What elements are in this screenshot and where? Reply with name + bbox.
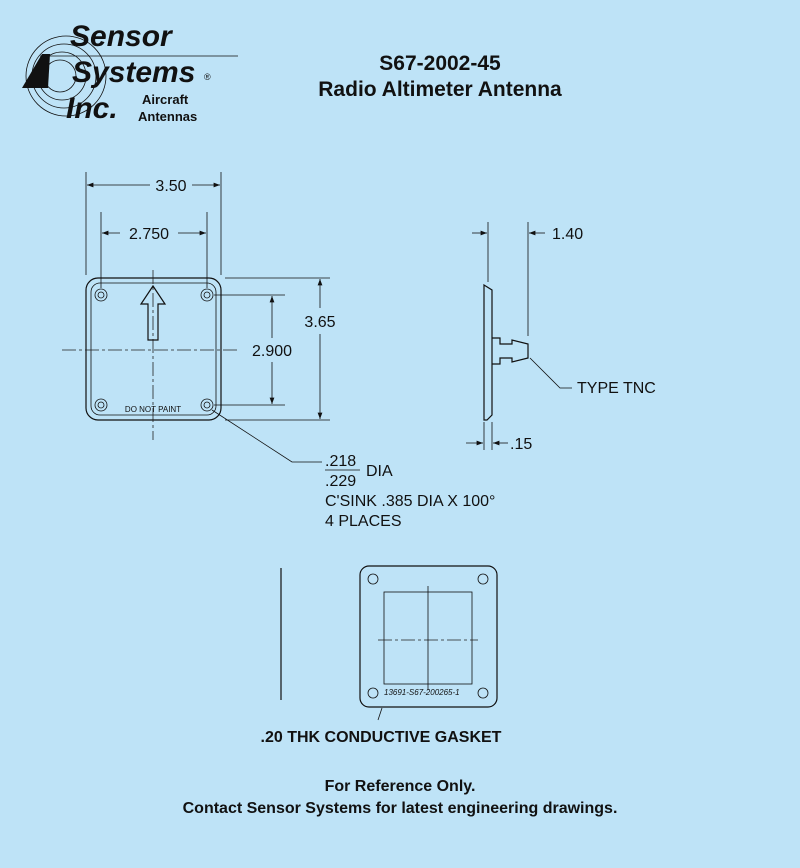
page-title: Radio Altimeter Antenna (318, 78, 562, 101)
logo-tail-icon (22, 54, 50, 88)
dim-width-overall: 3.50 (155, 178, 186, 195)
dim-height-overall: 3.65 (304, 314, 335, 331)
logo-systems: Systems (72, 56, 195, 89)
places-note: 4 PLACES (325, 513, 401, 530)
hole-dia-bottom: .229 (325, 473, 356, 490)
gasket-view: 13691-S67-200265-1 .20 THK CONDUCTIVE GA… (261, 565, 502, 746)
dim-hole-spacing-x: 2.750 (129, 226, 169, 243)
gasket-part-marking: 13691-S67-200265-1 (384, 688, 460, 697)
hole-dia-suffix: DIA (366, 463, 393, 480)
footer-reference: For Reference Only. (325, 778, 476, 795)
hole-dia-top: .218 (325, 453, 356, 470)
dim-side-height: 1.40 (552, 226, 583, 243)
mounting-holes (94, 288, 214, 412)
logo-inc: Inc. (66, 92, 118, 125)
front-view: DO NOT PAINT 3.50 2.750 3.65 2.900 .218 … (62, 172, 495, 530)
logo-registered: ® (204, 72, 211, 82)
logo-aircraft: Aircraft (142, 92, 189, 107)
plate-label: DO NOT PAINT (125, 405, 181, 414)
footer-contact: Contact Sensor Systems for latest engine… (183, 800, 618, 817)
gasket-caption: .20 THK CONDUCTIVE GASKET (261, 729, 502, 746)
tnc-connector-icon (492, 337, 529, 365)
logo-rings-icon (25, 35, 107, 117)
connector-label: TYPE TNC (577, 380, 656, 397)
csink-note: C'SINK .385 DIA X 100° (325, 493, 495, 510)
direction-arrow-icon (139, 284, 167, 341)
dim-hole-spacing-y: 2.900 (252, 343, 292, 360)
side-view: 1.40 TYPE TNC .15 (466, 222, 656, 453)
logo-sensor: Sensor (70, 20, 174, 53)
part-number: S67-2002-45 (379, 52, 501, 75)
dim-thickness: .15 (510, 436, 532, 453)
logo-antennas: Antennas (138, 109, 197, 124)
company-logo: Sensor Systems ® Inc. Aircraft Antennas (22, 20, 238, 125)
